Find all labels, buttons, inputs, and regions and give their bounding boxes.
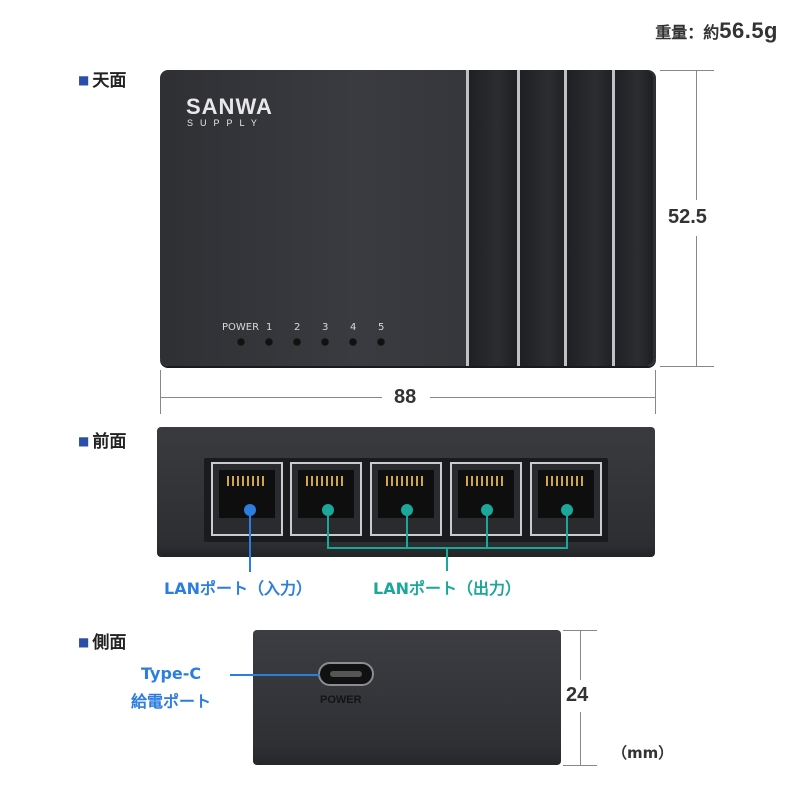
leader-line-output (406, 516, 408, 548)
leader-line-input (249, 516, 251, 572)
leader-line-output (446, 547, 448, 571)
output-port-marker-icon (322, 504, 334, 516)
leader-line-output (566, 516, 568, 548)
led-indicator (349, 338, 357, 346)
dimension-line (696, 236, 697, 366)
lan-port (211, 462, 283, 536)
section-title-front: ■前面 (78, 427, 126, 452)
section-marker-icon: ■ (78, 73, 90, 87)
led-indicator (237, 338, 245, 346)
section-title-front-text: 前面 (92, 432, 127, 452)
fin-divider (466, 70, 469, 366)
cooling-fin (520, 70, 568, 366)
usb-c-port (318, 662, 374, 686)
dimension-extension-line (660, 70, 714, 71)
dimension-line (160, 397, 382, 398)
dimension-extension-line (655, 370, 656, 414)
leader-line-output (486, 516, 488, 548)
lan-port (530, 462, 602, 536)
led-label-3: 3 (322, 322, 329, 333)
weight-prefix: 重量：約 (655, 25, 720, 42)
dimension-extension-line (563, 765, 597, 766)
output-port-marker-icon (561, 504, 573, 516)
led-label-1: 1 (266, 322, 273, 333)
callout-typec-line2: 給電ポート (131, 692, 212, 711)
section-marker-icon: ■ (78, 635, 90, 649)
unit-label: （mm） (612, 744, 674, 762)
callout-lan-output: LANポート（出力） (373, 579, 521, 598)
led-indicator (265, 338, 273, 346)
led-indicator (377, 338, 385, 346)
dimension-extension-line (160, 370, 161, 414)
output-port-marker-icon (481, 504, 493, 516)
output-port-marker-icon (401, 504, 413, 516)
dimension-line (430, 397, 655, 398)
led-indicator (321, 338, 329, 346)
dimension-depth: 52.5 (668, 206, 707, 228)
section-marker-icon: ■ (78, 434, 90, 448)
led-label-power: POWER (222, 322, 260, 333)
dimension-extension-line (660, 366, 714, 367)
led-label-2: 2 (294, 322, 301, 333)
fin-divider (612, 70, 615, 366)
dimension-line (696, 70, 697, 200)
fin-divider (517, 70, 520, 366)
callout-lan-input: LANポート（入力） (164, 579, 312, 598)
input-port-marker-icon (244, 504, 256, 516)
cooling-fin (615, 70, 653, 366)
section-title-top: ■天面 (78, 66, 126, 91)
section-title-side-text: 側面 (92, 633, 127, 653)
led-label-5: 5 (378, 322, 385, 333)
brand-logo: SANWA (186, 94, 273, 119)
leader-line-output (327, 516, 329, 548)
dimension-line (580, 630, 581, 680)
fin-divider (564, 70, 567, 366)
dimension-line (580, 712, 581, 765)
led-label-4: 4 (350, 322, 357, 333)
section-title-side: ■側面 (78, 628, 126, 653)
weight-label: 重量：約56.5g (655, 18, 778, 44)
dimension-width: 88 (394, 386, 417, 408)
lan-port (290, 462, 362, 536)
device-side-view (253, 630, 561, 765)
side-power-label: POWER (320, 694, 362, 706)
cooling-fin (567, 70, 615, 366)
leader-line-typec (230, 674, 320, 676)
dimension-height: 24 (566, 684, 589, 706)
brand-logo-sub: SUPPLY (187, 118, 264, 128)
section-title-top-text: 天面 (92, 71, 127, 91)
weight-value: 56.5g (719, 18, 778, 43)
callout-typec-line1: Type-C (141, 664, 202, 683)
cooling-fin (469, 70, 517, 366)
led-indicator (293, 338, 301, 346)
